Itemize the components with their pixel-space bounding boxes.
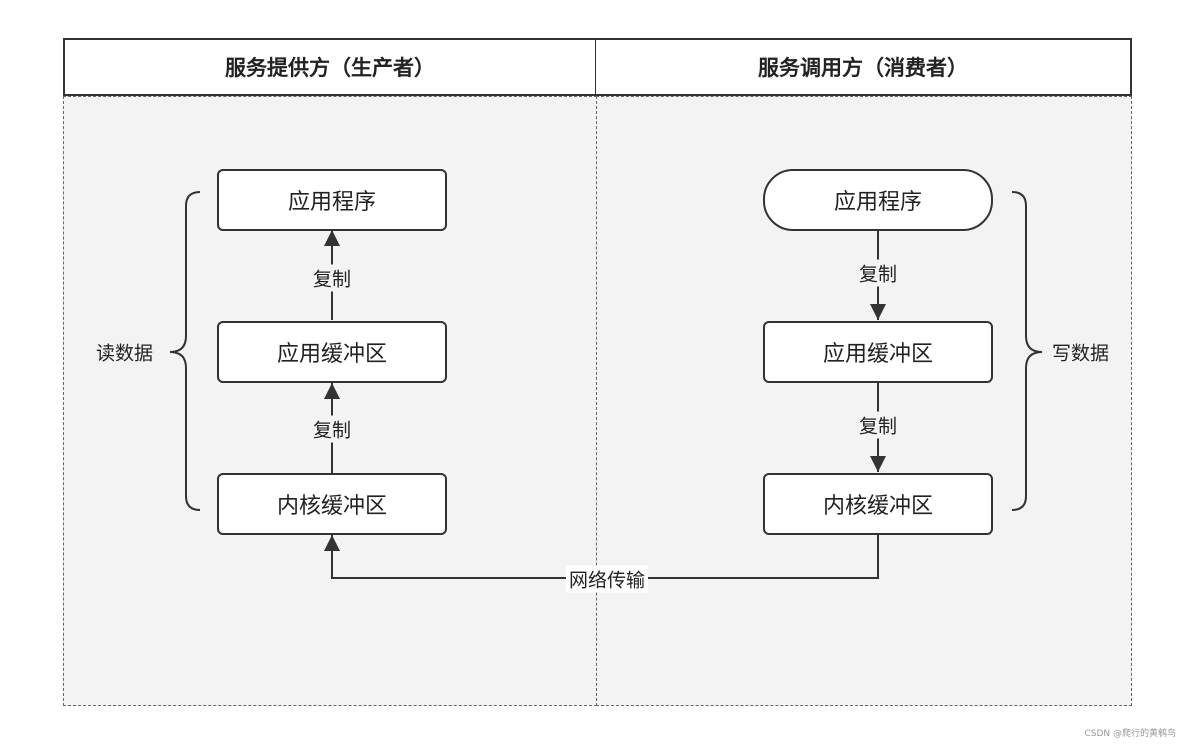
provider-header: 服务提供方（生产者） bbox=[63, 38, 597, 96]
consumer-copy-label-upper: 复制 bbox=[856, 259, 900, 287]
provider-node-kernel-buffer: 内核缓冲区 bbox=[217, 473, 447, 535]
consumer-copy-label-lower: 复制 bbox=[856, 411, 900, 439]
write-data-label: 写数据 bbox=[1052, 342, 1110, 365]
provider-copy-label-lower: 复制 bbox=[310, 415, 354, 443]
read-data-label: 读数据 bbox=[96, 342, 154, 365]
consumer-node-app-buffer: 应用缓冲区 bbox=[763, 321, 993, 383]
consumer-header: 服务调用方（消费者） bbox=[596, 38, 1132, 96]
source-credit: CSDN @爬行的黄鹌鸟 bbox=[1084, 729, 1176, 739]
consumer-node-application: 应用程序 bbox=[763, 169, 993, 231]
consumer-node-kernel-buffer: 内核缓冲区 bbox=[763, 473, 993, 535]
provider-node-app-buffer: 应用缓冲区 bbox=[217, 321, 447, 383]
provider-node-application: 应用程序 bbox=[217, 169, 447, 231]
provider-copy-label-upper: 复制 bbox=[310, 264, 354, 292]
network-transfer-label: 网络传输 bbox=[565, 565, 649, 593]
